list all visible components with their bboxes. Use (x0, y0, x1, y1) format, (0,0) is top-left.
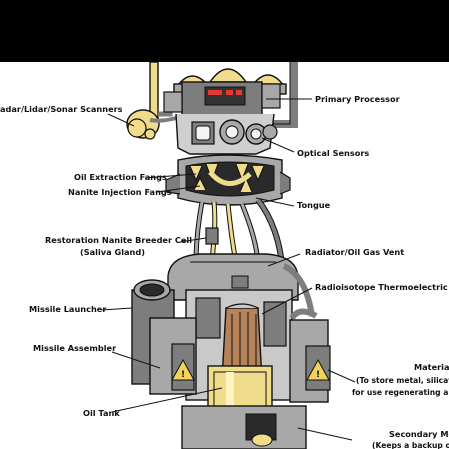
label-radiator: Radiator/Oil Gas Vent (305, 247, 404, 257)
label-oil-extraction-fangs: Oil Extraction Fangs (74, 172, 167, 182)
label-rtg: Radioisotope Thermoelectric Gen (315, 282, 449, 292)
top-black-bar (0, 0, 449, 62)
robot-illustration: ! ! (126, 62, 331, 449)
svg-text:!: ! (316, 370, 320, 380)
labels: Primary Processor adar/Lidar/Sonar Scann… (0, 94, 449, 449)
warning-sign-icon (171, 358, 195, 381)
label-tongue: Tongue (297, 200, 331, 210)
label-nanite-injection-fangs: Nanite Injection Fangs (68, 187, 172, 197)
leader-lines (101, 98, 356, 441)
label-materials-3: for use regenerating an (352, 388, 449, 397)
label-oil-tank: Oil Tank (83, 408, 120, 418)
label-primary-processor: Primary Processor (315, 94, 401, 104)
warning-sign-icon (306, 358, 330, 381)
label-optical-sensors: Optical Sensors (297, 148, 369, 158)
label-missile-launcher: Missile Launcher (29, 304, 107, 314)
label-saliva-gland: (Saliva Gland) (80, 247, 145, 257)
label-secondary-2: (Keeps a backup o (372, 441, 449, 449)
label-secondary-1: Secondary Me (389, 429, 449, 439)
label-breeder-cell: Restoration Nanite Breeder Cell (45, 235, 192, 245)
label-scanners: adar/Lidar/Sonar Scanners (0, 104, 123, 114)
robot-diagram: ! ! Primary Processor adar/Lidar/Sonar S… (0, 62, 449, 449)
label-missile-assembler: Missile Assembler (33, 343, 117, 353)
label-materials-2: (To store metal, silicat (356, 376, 449, 385)
svg-text:!: ! (181, 370, 185, 380)
breeder-cell (205, 227, 219, 245)
diagram-stage: ! ! Primary Processor adar/Lidar/Sonar S… (0, 62, 449, 449)
label-materials-1: Materia (414, 362, 449, 372)
